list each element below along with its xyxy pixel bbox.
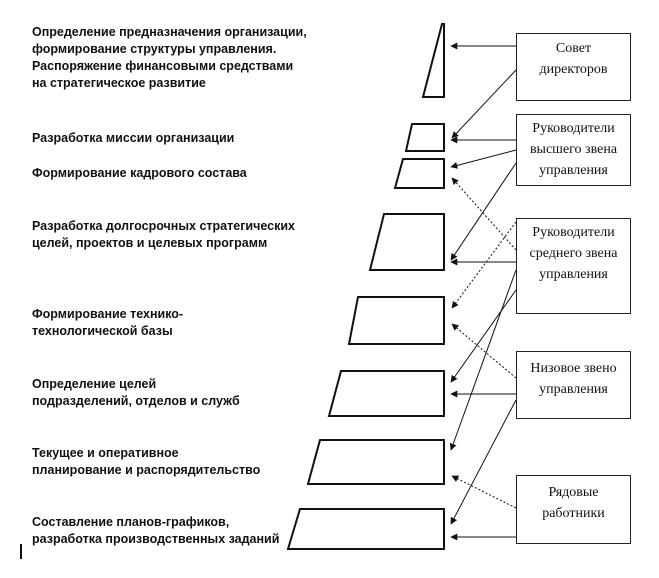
pyramid-level-6-shape (327, 370, 445, 417)
level-4-label: Разработка долгосрочных стратегических ц… (32, 219, 295, 250)
pyramid-level-7-shape (306, 439, 445, 485)
pyramid-level-3-shape (393, 158, 445, 189)
dotted-arrow-to-level-3 (451, 177, 517, 251)
arrow-top-to-level-3 (450, 149, 517, 169)
dotted-arrow-to-level-5 (451, 221, 517, 309)
pyramid-level-2-shape (404, 123, 445, 152)
dotted-arrow-to-level-5b (451, 323, 517, 379)
level-5-label: Формирование технико- технологической ба… (32, 307, 184, 338)
level-3-label: Формирование кадрового состава (32, 166, 247, 180)
role-box-lower-management: Низовое звено управления (516, 351, 631, 419)
role-box-workers: Рядовые работники (516, 475, 631, 544)
pyramid-level-8-shape (286, 508, 445, 550)
arrow-board-to-level-2 (451, 69, 517, 139)
role-box-board-of-directors: Совет директоров (516, 33, 631, 101)
pyramid-levels (286, 23, 445, 550)
arrow-middle-to-level-6 (450, 289, 517, 383)
dotted-arrows (451, 177, 517, 509)
arrow-lower-to-level-8 (450, 399, 517, 525)
level-7-label: Текущее и оперативное планирование и рас… (32, 446, 261, 477)
level-6-label: Определение целей подразделений, отделов… (32, 377, 240, 408)
pyramid-level-1-shape (421, 23, 445, 98)
role-box-top-management: Руководители высшего звена управления (516, 114, 631, 186)
pyramid-level-5-shape (347, 296, 445, 345)
level-8-label: Составление планов-графиков, разработка … (32, 515, 280, 546)
level-1-label: Определение предназначения организации, … (32, 25, 307, 90)
arrow-top-to-level-4 (450, 162, 517, 261)
level-2-label: Разработка миссии организации (32, 131, 235, 145)
arrow-middle-to-level-7 (449, 269, 517, 451)
role-box-middle-management: Руководители среднего звена управления (516, 218, 631, 314)
solid-arrows (449, 42, 517, 541)
pyramid-level-4-shape (368, 213, 445, 271)
